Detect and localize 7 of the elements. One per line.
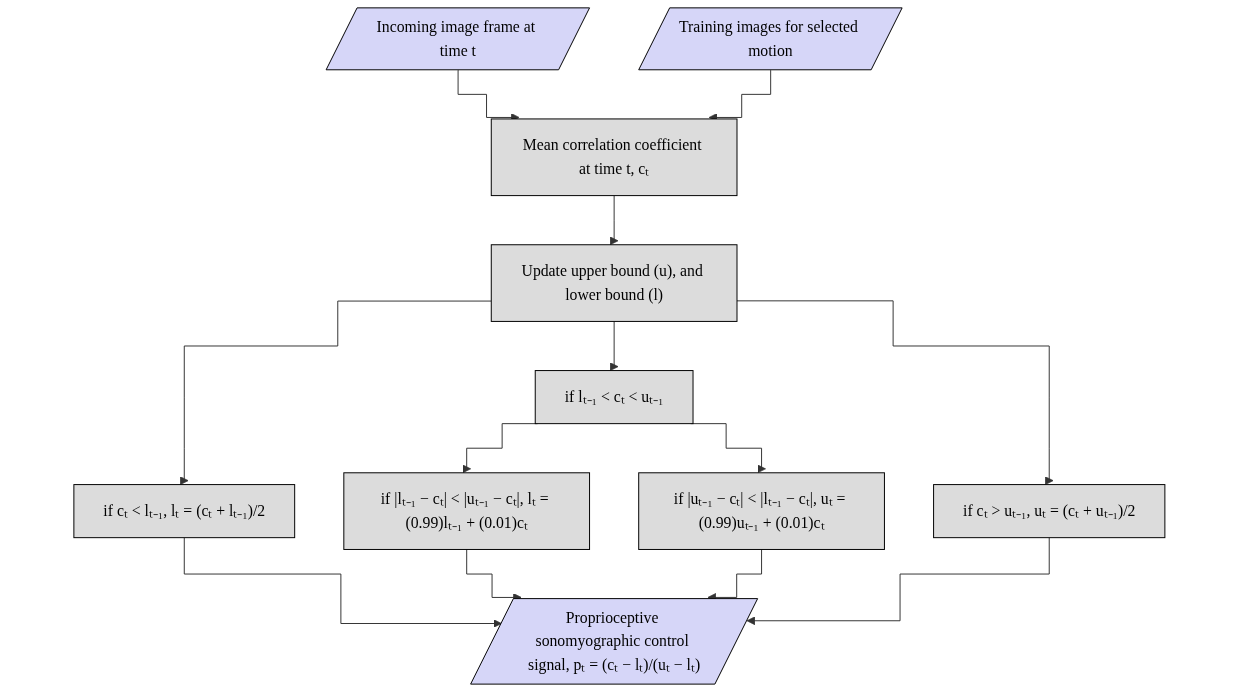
node-box: if cₜ > uₜ₋₁, uₜ = (cₜ + uₜ₋₁)/2: [933, 484, 1166, 539]
node-box: if cₜ < lₜ₋₁, lₜ = (cₜ + lₜ₋₁)/2: [73, 484, 296, 539]
node-box: if |lₜ₋₁ − cₜ| < |uₜ₋₁ − cₜ|, lₜ = (0.99)lₜ₋₁ + (0.01)cₜ: [343, 472, 591, 550]
node-box: if lₜ₋₁ < cₜ < uₜ₋₁: [534, 370, 694, 425]
node-box: Update upper bound (u), and lower bound (l): [490, 244, 738, 322]
node-box: Mean correlation coefficient at time t, cₜ: [490, 118, 738, 197]
node-box: if |uₜ₋₁ − cₜ| < |lₜ₋₁ − cₜ|, uₜ = (0.99)uₜ₋₁ + (0.01)cₜ: [638, 472, 886, 550]
